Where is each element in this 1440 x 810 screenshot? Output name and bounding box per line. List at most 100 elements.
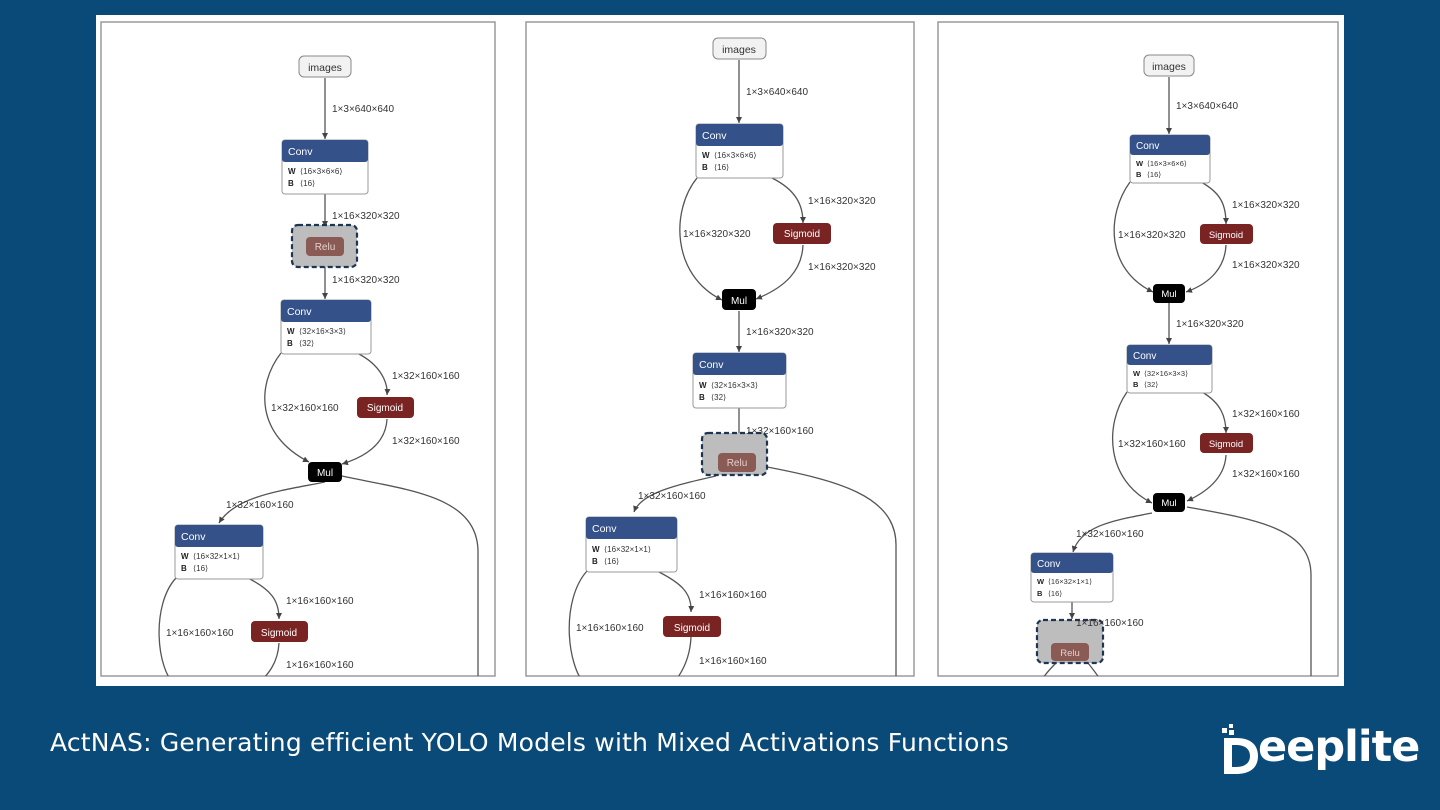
edge-label: 1×16×320×320: [1176, 319, 1244, 330]
weight-key: W: [181, 552, 189, 561]
bias-shape: ⟨16⟩: [1048, 589, 1062, 598]
conv-title: Conv: [1133, 351, 1156, 362]
edge-label: 1×32×160×160: [1232, 469, 1300, 480]
mul-label: Mul: [1161, 498, 1176, 509]
edge-label: 1×16×320×320: [808, 196, 876, 207]
weight-shape: ⟨32×16×3×3⟩: [1144, 369, 1188, 378]
relu-node: [1051, 643, 1089, 661]
sigmoid-node: [663, 616, 721, 637]
weight-shape: ⟨32×16×3×3⟩: [299, 327, 346, 336]
edge-label: 1×16×160×160: [699, 656, 767, 667]
sigmoid-node: [773, 223, 831, 244]
images-node: [298, 55, 352, 78]
sigmoid-node: [357, 397, 414, 418]
deeplite-logo: eeplite: [1220, 718, 1420, 778]
logo-wordmark: eeplite: [1258, 722, 1420, 772]
weight-key: W: [699, 381, 707, 390]
weight-shape: ⟨32×16×3×3⟩: [711, 381, 758, 390]
bias-shape: ⟨16⟩: [1147, 170, 1161, 179]
bias-shape: ⟨32⟩: [299, 339, 314, 348]
bias-key: B: [699, 393, 705, 402]
edge-label: 1×32×160×160: [392, 436, 460, 447]
sigmoid-label: Sigmoid: [674, 623, 710, 634]
panel-1-nodes: images 1×3×640×640 Conv W ⟨16×3×6×6⟩ B ⟨…: [166, 55, 460, 671]
sigmoid-label: Sigmoid: [784, 229, 820, 240]
weight-shape: ⟨16×3×6×6⟩: [714, 151, 757, 160]
mul-node: [1153, 493, 1185, 512]
edge-label: 1×16×320×320: [746, 327, 814, 338]
bias-key: B: [1133, 380, 1139, 389]
relu-node: [306, 237, 344, 256]
weight-key: W: [1136, 159, 1144, 168]
sigmoid-label: Sigmoid: [367, 403, 403, 414]
conv-title: Conv: [1037, 559, 1060, 570]
bias-key: B: [702, 163, 708, 172]
sigmoid-label: Sigmoid: [1209, 439, 1243, 450]
weight-key: W: [1037, 577, 1045, 586]
conv-node: Conv W ⟨16×3×6×6⟩ B ⟨16⟩: [695, 123, 784, 179]
mul-node: [308, 462, 342, 482]
bias-key: B: [181, 564, 187, 573]
edge-label: 1×32×160×160: [1118, 439, 1186, 450]
mul-node: [1153, 284, 1185, 303]
panel-2-nodes: images 1×3×640×640 Conv W ⟨16×3×6×6⟩ B ⟨…: [576, 37, 876, 667]
weight-shape: ⟨16×32×1×1⟩: [193, 552, 240, 561]
bias-key: B: [592, 557, 598, 566]
sigmoid-node: [1200, 433, 1253, 453]
sigmoid-node: [1200, 224, 1253, 244]
bias-key: B: [288, 179, 294, 188]
panel-3-nodes: images 1×3×640×640 Conv W ⟨16×3×6×6⟩ B ⟨…: [1030, 54, 1300, 665]
images-label: images: [308, 62, 342, 74]
bias-shape: ⟨32⟩: [711, 393, 726, 402]
edge-label: 1×3×640×640: [746, 87, 808, 98]
edge-label: 1×32×160×160: [226, 500, 294, 511]
edge-label: 1×16×160×160: [1076, 618, 1144, 629]
relu-label: Relu: [727, 458, 748, 469]
weight-shape: ⟨16×3×6×6⟩: [1147, 159, 1187, 168]
conv-node: Conv W ⟨16×3×6×6⟩ B ⟨16⟩: [281, 139, 369, 195]
edge-label: 1×16×320×320: [332, 275, 400, 286]
conv-title: Conv: [1136, 141, 1159, 152]
edge-label: 1×16×320×320: [1118, 230, 1186, 241]
weight-key: W: [1133, 369, 1141, 378]
weight-key: W: [287, 327, 295, 336]
edge-label: 1×32×160×160: [271, 403, 339, 414]
edge-label: 1×32×160×160: [392, 371, 460, 382]
edge-label: 1×32×160×160: [1076, 529, 1144, 540]
images-label: images: [722, 44, 756, 56]
relu-label: Relu: [315, 242, 336, 253]
sigmoid-label: Sigmoid: [1209, 230, 1243, 241]
network-graphs: images 1×3×640×640 Conv W ⟨16×3×6×6⟩ B ⟨…: [100, 21, 1339, 677]
conv-node: Conv W ⟨16×32×1×1⟩ B ⟨16⟩: [585, 516, 678, 573]
edge-label: 1×32×160×160: [1232, 409, 1300, 420]
conv-title: Conv: [592, 523, 617, 535]
sigmoid-node: [251, 621, 308, 642]
slide-title: ActNAS: Generating efficient YOLO Models…: [50, 728, 1009, 757]
weight-key: W: [288, 167, 296, 176]
images-node: [1143, 54, 1195, 77]
weight-shape: ⟨16×32×1×1⟩: [604, 545, 651, 554]
mul-label: Mul: [731, 296, 747, 307]
edge-label: 1×16×160×160: [286, 596, 354, 607]
edge-label: 1×16×160×160: [286, 660, 354, 671]
edge-label: 1×16×320×320: [808, 262, 876, 273]
conv-node: Conv W ⟨32×16×3×3⟩ B ⟨32⟩: [1126, 344, 1213, 394]
conv-node: Conv W ⟨32×16×3×3⟩ B ⟨32⟩: [692, 352, 787, 409]
mul-label: Mul: [1161, 289, 1176, 300]
edge-label: 1×16×160×160: [166, 628, 234, 639]
bias-key: B: [287, 339, 293, 348]
panel-3: [1043, 77, 1312, 676]
bias-key: B: [1037, 589, 1043, 598]
weight-shape: ⟨16×32×1×1⟩: [1048, 577, 1092, 586]
conv-node: Conv W ⟨16×32×1×1⟩ B ⟨16⟩: [174, 524, 264, 580]
figure-area: images 1×3×640×640 Conv W ⟨16×3×6×6⟩ B ⟨…: [96, 15, 1344, 686]
bias-shape: ⟨16⟩: [300, 179, 315, 188]
bias-shape: ⟨16⟩: [714, 163, 729, 172]
bias-key: B: [1136, 170, 1142, 179]
weight-key: W: [702, 151, 710, 160]
logo-d-mark-icon: [1222, 724, 1258, 774]
edge-label: 1×16×320×320: [683, 229, 751, 240]
panel-2: [568, 60, 897, 676]
edge-label: 1×32×160×160: [746, 426, 814, 437]
edge-label: 1×32×160×160: [638, 491, 706, 502]
